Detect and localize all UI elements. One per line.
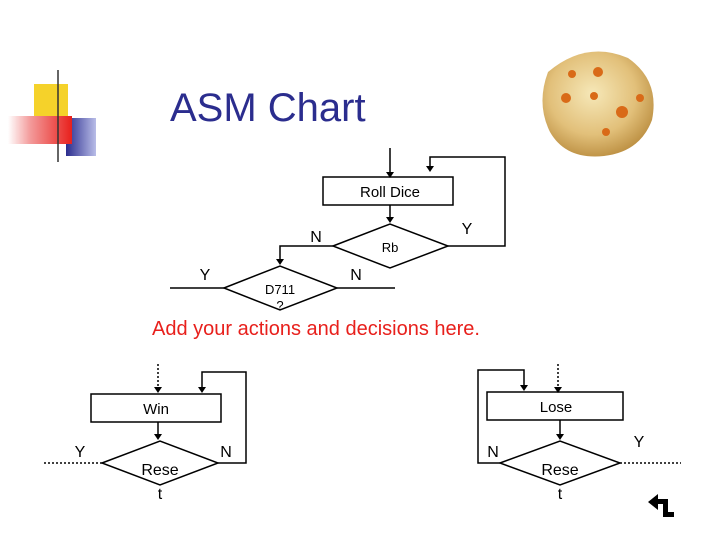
- instruction-note: Add your actions and decisions here.: [152, 318, 480, 340]
- lose-yes-label: Y: [634, 434, 645, 451]
- dice-image: [542, 51, 654, 157]
- yellow-block: [34, 84, 68, 118]
- rb-no-line: [279, 245, 333, 262]
- decision-label-d711-q: ?: [276, 298, 283, 313]
- arrowhead: [154, 387, 162, 393]
- return-arrow-icon[interactable]: [644, 490, 678, 520]
- slide-title: ASM Chart: [170, 86, 366, 130]
- arrowhead: [154, 434, 162, 440]
- decision-label-d711: D711: [265, 282, 295, 297]
- arrowhead: [520, 385, 528, 391]
- arrowhead: [554, 387, 562, 393]
- arrowhead: [198, 387, 206, 393]
- win-no-label: N: [220, 444, 232, 461]
- corner-blocks: [8, 70, 96, 162]
- state-label-win: Win: [143, 401, 169, 418]
- arrowhead: [276, 259, 284, 265]
- rb-no-label: N: [310, 229, 322, 246]
- state-box-lose: [486, 391, 624, 421]
- state-label-roll-dice: Roll Dice: [360, 184, 420, 201]
- rb-yes-label: Y: [462, 221, 473, 238]
- arrowhead: [386, 217, 394, 223]
- state-box-roll-dice: [322, 176, 454, 206]
- arrowhead: [426, 166, 434, 172]
- decision-label-rb: Rb: [382, 240, 399, 255]
- decision-label-lose-reset-t: t: [558, 486, 563, 503]
- d711-no-label: N: [350, 267, 362, 284]
- decision-label-win-reset-t: t: [158, 486, 163, 503]
- decision-label-win-reset: Rese: [141, 462, 178, 479]
- lose-no-loop: [477, 369, 525, 464]
- rb-yes-loop: [429, 156, 506, 247]
- state-box-win: [90, 393, 222, 423]
- arrowhead: [386, 172, 394, 178]
- decision-label-lose-reset: Rese: [541, 462, 578, 479]
- win-yes-label: Y: [75, 444, 86, 461]
- state-label-lose: Lose: [540, 399, 573, 416]
- lose-no-label: N: [487, 444, 499, 461]
- d711-yes-label: Y: [200, 267, 211, 284]
- red-block: [8, 116, 72, 144]
- arrowhead: [556, 434, 564, 440]
- win-no-loop: [201, 371, 247, 464]
